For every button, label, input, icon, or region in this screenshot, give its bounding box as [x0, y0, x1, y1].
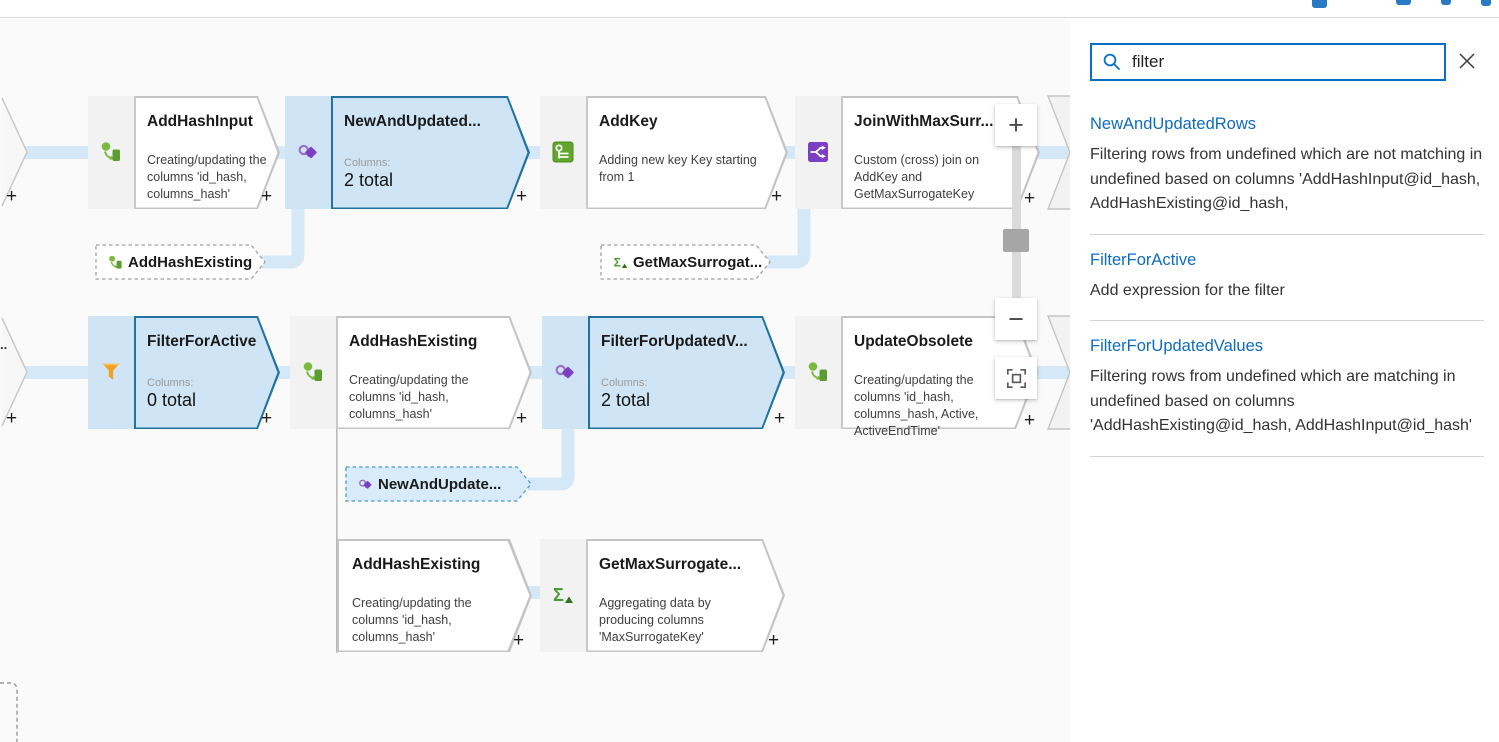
search-result: FilterForActive Add expression for the f… — [1090, 250, 1484, 321]
reference-node-label: NewAndUpdate... — [378, 475, 502, 493]
search-result: NewAndUpdatedRows Filtering rows from un… — [1090, 115, 1484, 235]
node-title: AddKey — [599, 113, 658, 130]
reference-node-ref-addhashexisting[interactable]: AddHashExisting — [95, 244, 267, 280]
transformation-node-addhashexisting-bot[interactable]: AddHashExisting Creating/updating the co… — [337, 539, 532, 652]
join-icon — [808, 142, 828, 162]
transformation-node-filterforupdated[interactable]: FilterForUpdatedV... Columns: 2 total — [542, 316, 785, 429]
node-columns-label: Columns: — [147, 377, 194, 389]
node-columns-count: 2 total — [344, 170, 394, 190]
divider — [1090, 233, 1484, 235]
toolbar-icon-fragment[interactable] — [1312, 0, 1327, 8]
exists-icon — [555, 364, 574, 379]
derived-column-icon — [808, 362, 827, 381]
transformation-node-addhashinput[interactable]: AddHashInput Creating/updating the colum… — [88, 96, 280, 209]
search-result-description: Filtering rows from undefined which are … — [1090, 146, 1483, 212]
zoom-to-fit-icon — [1006, 368, 1026, 388]
zoom-slider-track[interactable] — [1012, 146, 1021, 298]
transformation-node-getmaxsurrogatekey[interactable]: Σ GetMaxSurrogate... Aggregating data by… — [540, 539, 785, 652]
add-transformation-plus[interactable]: + — [261, 408, 273, 429]
top-toolbar — [0, 0, 1499, 18]
add-transformation-plus[interactable]: + — [516, 186, 528, 207]
transformation-node-addhashexisting-mid[interactable]: AddHashExisting Creating/updating the co… — [290, 316, 532, 429]
search-result-link[interactable]: FilterForActive — [1090, 250, 1197, 269]
search-panel: NewAndUpdatedRows Filtering rows from un… — [1070, 19, 1499, 742]
node-icon-section — [290, 316, 336, 429]
node-title: FilterForActive — [147, 333, 256, 350]
node-title: FilterForUpdatedV... — [601, 333, 748, 350]
divider — [1090, 320, 1484, 321]
node-title: AddHashExisting — [352, 556, 481, 573]
node-description: Creating/updating the columns 'id_hash, … — [854, 373, 979, 438]
zoom-in-button[interactable]: + — [995, 104, 1037, 146]
divider — [1090, 455, 1484, 457]
transformation-node-addkey[interactable]: AddKey Adding new key Key starting from … — [540, 96, 788, 209]
search-icon — [1103, 53, 1120, 70]
zoom-slider-handle[interactable] — [1003, 229, 1029, 252]
aggregate-icon: Σ — [553, 585, 573, 605]
reference-node-ref-getmaxsurrogate[interactable]: Σ GetMaxSurrogat... — [600, 244, 772, 280]
search-result: FilterForUpdatedValues Filtering rows fr… — [1090, 337, 1484, 457]
search-result-link[interactable]: FilterForUpdatedValues — [1090, 337, 1264, 355]
aggregate-icon: Σ — [614, 255, 628, 269]
add-transformation-plus[interactable]: + — [513, 630, 525, 651]
node-description: Aggregating data by producing columns 'M… — [599, 596, 711, 644]
derived-column-icon — [109, 255, 122, 269]
node-title: JoinWithMaxSurr... — [854, 113, 994, 130]
add-transformation-plus[interactable]: + — [261, 186, 273, 207]
node-title: UpdateObsolete — [854, 333, 973, 350]
exists-icon — [359, 479, 372, 489]
node-icon-section — [795, 316, 841, 429]
filter-icon — [102, 363, 120, 380]
add-transformation-plus[interactable]: + — [6, 186, 18, 207]
search-box — [1090, 43, 1446, 81]
node-title: AddHashExisting — [349, 333, 478, 350]
svg-text:Σ: Σ — [553, 585, 564, 605]
transformation-node-newandupdatedrows[interactable]: NewAndUpdated... Columns: 2 total — [285, 96, 530, 209]
add-transformation-plus[interactable]: + — [6, 408, 18, 429]
search-result-description: Add expression for the filter — [1090, 281, 1285, 299]
dataflow-canvas[interactable]: .. AddHashInput Creating/updating the co… — [0, 19, 1070, 742]
close-search-icon[interactable] — [1456, 50, 1478, 72]
svg-text:Σ: Σ — [614, 255, 621, 269]
toolbar-icon-fragment[interactable] — [1481, 0, 1491, 6]
node-title: AddHashInput — [147, 113, 253, 130]
reference-node-ref-newandupdated[interactable]: NewAndUpdate... — [345, 466, 533, 502]
surrogate-key-icon — [552, 141, 574, 163]
derived-column-icon — [303, 362, 322, 381]
search-result-description: Filtering rows from undefined which are … — [1090, 368, 1472, 434]
add-transformation-plus[interactable]: + — [516, 408, 528, 429]
toolbar-icon-fragment[interactable] — [1396, 0, 1411, 5]
node-columns-label: Columns: — [601, 377, 648, 389]
add-transformation-plus[interactable]: + — [1024, 188, 1036, 209]
node-title: NewAndUpdated... — [344, 113, 481, 130]
node-description: Custom (cross) join on AddKey and GetMax… — [854, 153, 980, 201]
node-icon-section — [540, 539, 586, 652]
reference-node-label: AddHashExisting — [128, 253, 253, 271]
add-transformation-plus[interactable]: + — [768, 630, 780, 651]
reference-node-label: GetMaxSurrogat... — [633, 253, 763, 271]
node-description: Creating/updating the columns 'id_hash, … — [349, 373, 469, 421]
toolbar-icon-fragment[interactable] — [1441, 0, 1451, 5]
offscreen-node-ellipsis: .. — [0, 337, 8, 352]
node-description: Adding new key Key starting from 1 — [599, 153, 757, 184]
search-result-link[interactable]: NewAndUpdatedRows — [1090, 115, 1257, 133]
node-title: GetMaxSurrogate... — [599, 556, 742, 573]
derived-column-icon — [101, 142, 120, 161]
add-transformation-plus[interactable]: + — [774, 408, 786, 429]
node-columns-count: 2 total — [601, 390, 651, 410]
add-transformation-plus[interactable]: + — [771, 186, 783, 207]
node-columns-count: 0 total — [147, 390, 197, 410]
node-columns-label: Columns: — [344, 157, 391, 169]
search-input[interactable] — [1132, 52, 1434, 72]
transformation-node-filterforactive[interactable]: FilterForActive Columns: 0 total — [88, 316, 280, 429]
node-description: Creating/updating the columns 'id_hash, … — [147, 153, 267, 201]
zoom-out-button[interactable]: − — [995, 298, 1037, 340]
exists-icon — [298, 144, 317, 159]
search-results: NewAndUpdatedRows Filtering rows from un… — [1090, 115, 1484, 473]
node-icon-section — [88, 96, 134, 209]
zoom-to-fit-button[interactable] — [995, 357, 1037, 399]
add-transformation-plus[interactable]: + — [1024, 410, 1036, 431]
node-description: Creating/updating the columns 'id_hash, … — [352, 596, 472, 644]
